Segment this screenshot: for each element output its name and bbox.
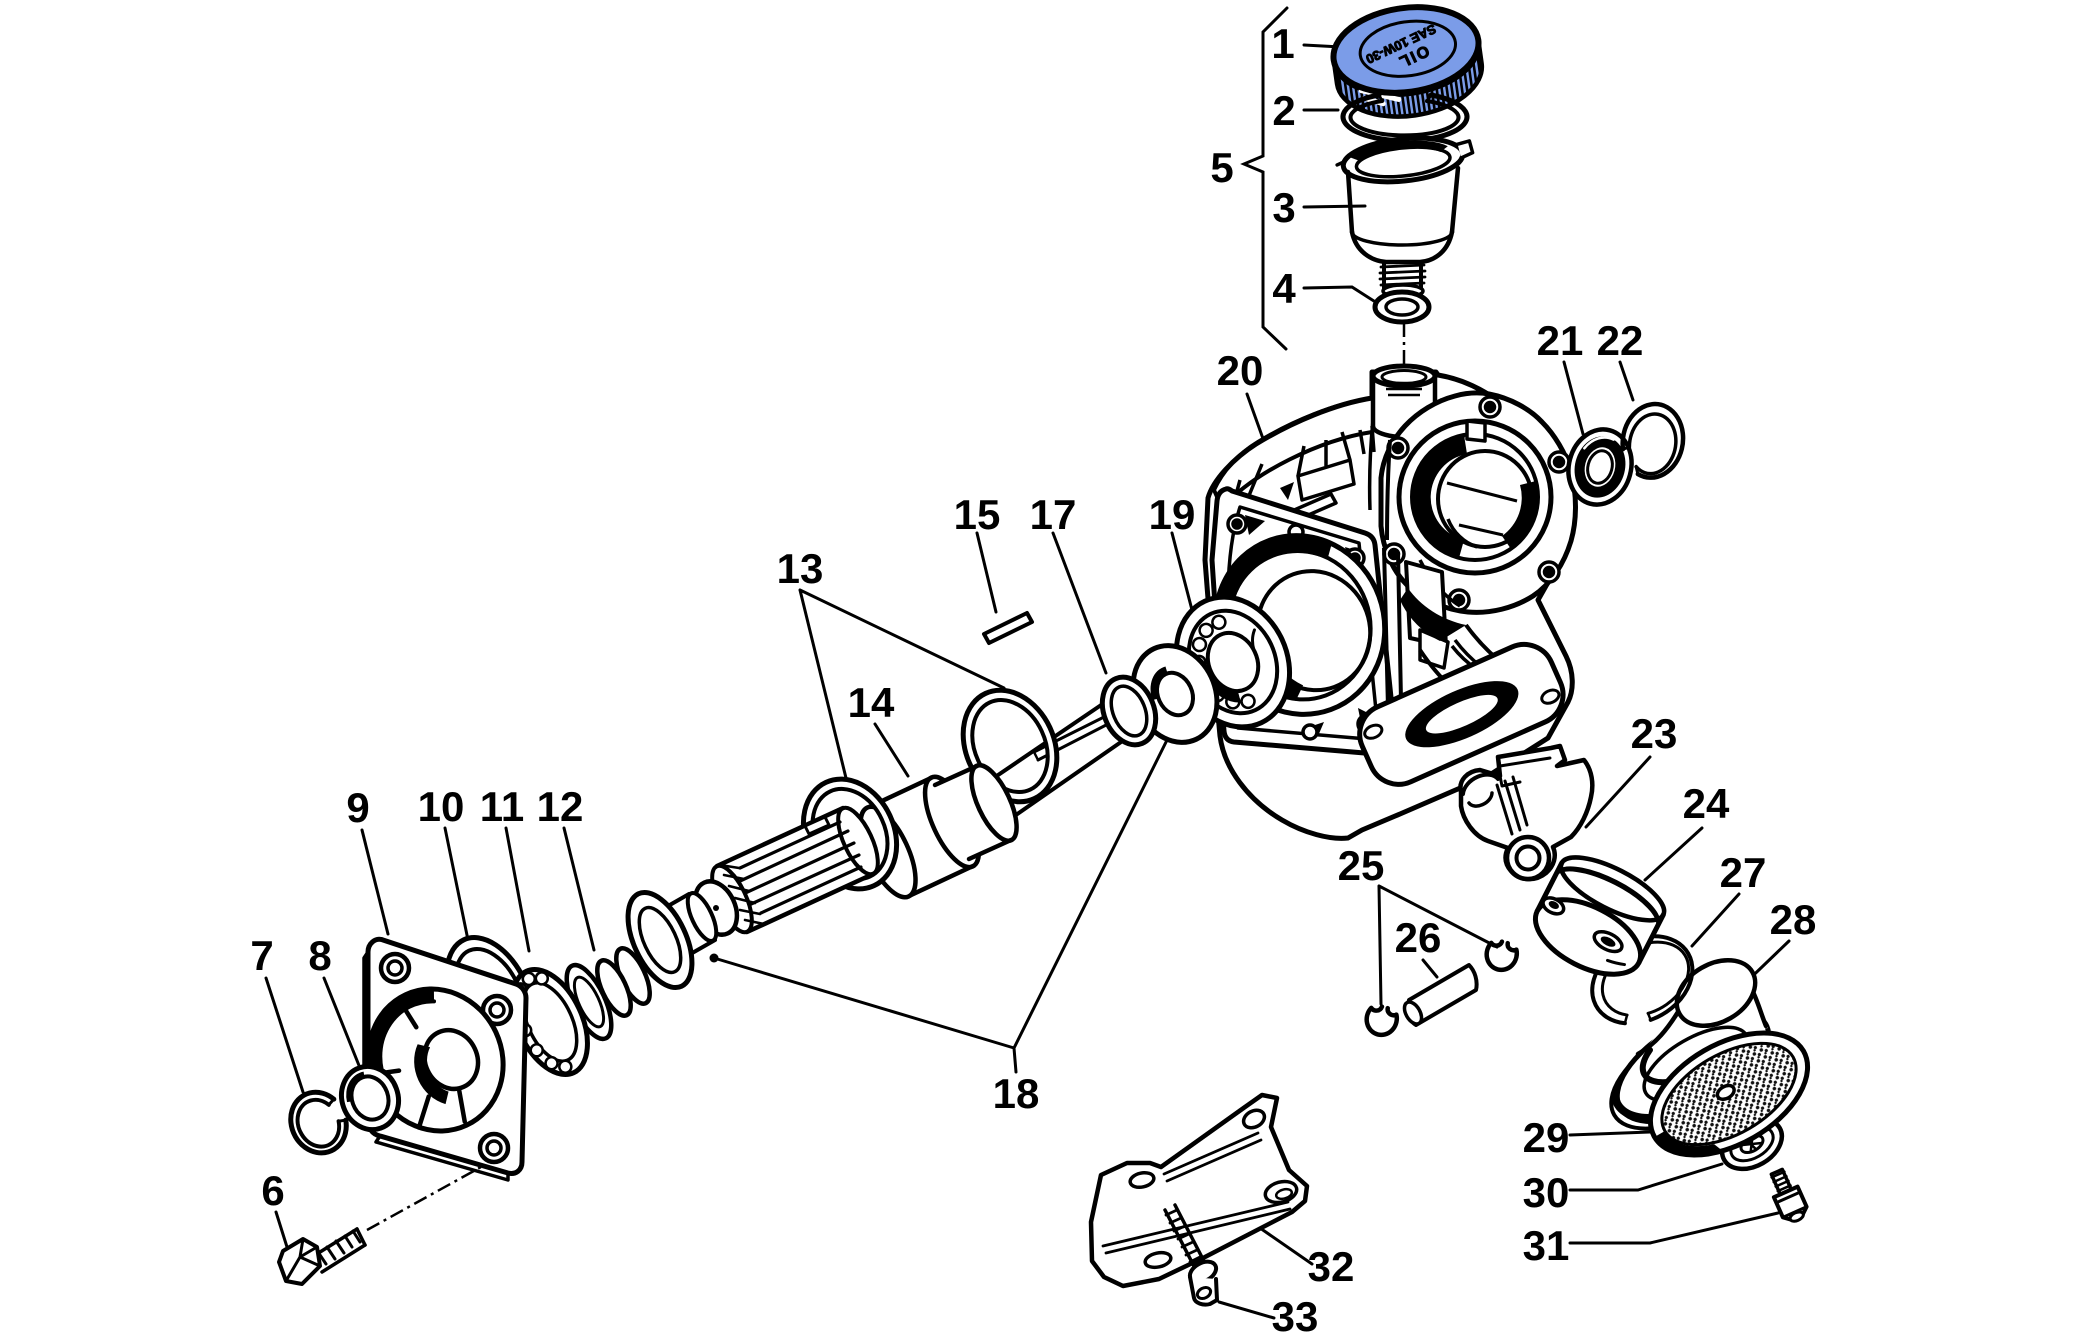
svg-text:22: 22 [1597,317,1644,364]
svg-text:15: 15 [954,491,1001,538]
svg-text:4: 4 [1272,265,1296,312]
svg-text:28: 28 [1770,896,1817,943]
svg-text:5: 5 [1210,144,1233,191]
svg-text:3: 3 [1272,184,1295,231]
svg-text:19: 19 [1149,491,1196,538]
svg-text:26: 26 [1395,914,1442,961]
svg-text:29: 29 [1523,1114,1570,1161]
svg-text:8: 8 [308,932,331,979]
svg-text:23: 23 [1631,710,1678,757]
svg-text:21: 21 [1537,317,1584,364]
svg-text:11: 11 [480,783,524,830]
svg-text:1: 1 [1271,20,1294,67]
svg-text:12: 12 [537,783,584,830]
svg-text:9: 9 [346,784,369,831]
svg-text:17: 17 [1030,491,1077,538]
svg-text:32: 32 [1308,1243,1355,1290]
svg-text:13: 13 [777,545,824,592]
svg-text:33: 33 [1272,1293,1319,1334]
svg-text:31: 31 [1523,1222,1570,1269]
svg-text:24: 24 [1683,780,1730,827]
svg-text:25: 25 [1338,842,1385,889]
svg-text:10: 10 [418,783,465,830]
svg-text:6: 6 [261,1167,284,1214]
svg-text:2: 2 [1272,87,1295,134]
svg-text:7: 7 [250,932,273,979]
svg-text:30: 30 [1523,1169,1570,1216]
svg-text:27: 27 [1720,849,1767,896]
svg-text:18: 18 [993,1070,1040,1117]
svg-text:14: 14 [848,679,895,726]
svg-text:20: 20 [1217,347,1264,394]
